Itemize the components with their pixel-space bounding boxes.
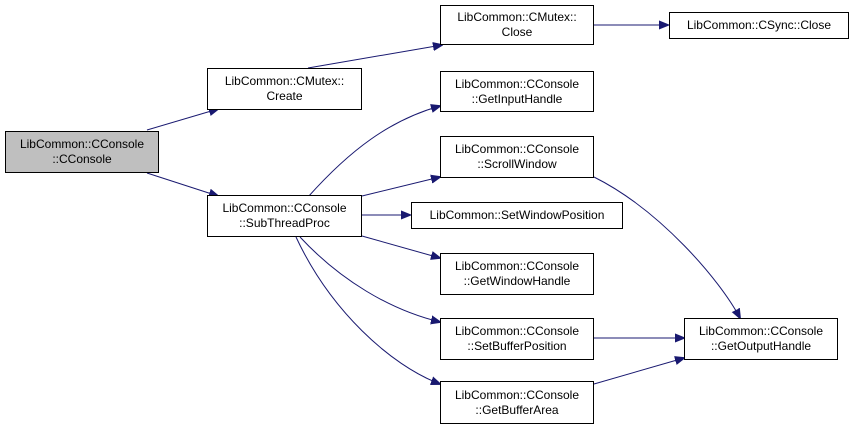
- edge-subthreadproc-to-getwindowhandle: [361, 235, 440, 258]
- edge-scrollwindow-to-getoutputhandle: [593, 176, 740, 318]
- edge-subthreadproc-to-setbufferposition: [299, 236, 440, 322]
- node-label-line1: LibCommon::CConsole: [454, 324, 580, 338]
- node-label-line2: ::GetInputHandle: [471, 91, 563, 106]
- node-getwindowhandle[interactable]: LibCommon::CConsole ::GetWindowHandle: [440, 253, 594, 295]
- node-scrollwindow[interactable]: LibCommon::CConsole ::ScrollWindow: [440, 136, 594, 178]
- node-label-line2: Close: [501, 25, 533, 39]
- node-label-line1: LibCommon::CConsole: [222, 201, 347, 215]
- node-label-line1: LibCommon::CSync::Close: [686, 18, 832, 32]
- node-subthreadproc[interactable]: LibCommon::CConsole ::SubThreadProc: [207, 195, 362, 237]
- node-label-line1: LibCommon::CConsole: [454, 142, 580, 156]
- node-label-line2: ::SubThreadProc: [239, 216, 330, 230]
- node-label-line1: LibCommon::SetWindowPosition: [429, 208, 605, 222]
- node-getbufferarea[interactable]: LibCommon::CConsole ::GetBufferArea: [440, 381, 594, 424]
- edge-subthreadproc-to-getbufferarea: [295, 236, 440, 384]
- node-getoutputhandle[interactable]: LibCommon::CConsole ::GetOutputHandle: [684, 318, 838, 360]
- node-setbufferposition[interactable]: LibCommon::CConsole ::SetBufferPosition: [440, 318, 594, 360]
- edge-cconsole-to-subthreadproc: [146, 172, 218, 196]
- node-cmutex-create[interactable]: LibCommon::CMutex:: Create: [207, 68, 362, 110]
- node-cconsole-constructor[interactable]: LibCommon::CConsole ::CConsole: [5, 131, 159, 173]
- node-label-line1: LibCommon::CMutex::: [224, 74, 345, 88]
- node-csync-close[interactable]: LibCommon::CSync::Close: [669, 12, 849, 39]
- node-label-line2: ::ScrollWindow: [477, 157, 557, 171]
- node-label-line2: ::GetOutputHandle: [710, 339, 812, 353]
- node-label-line1: LibCommon::CConsole: [454, 76, 580, 91]
- edge-subthreadproc-to-getinputhandle: [307, 106, 440, 198]
- edge-getbufferarea-to-getoutputhandle: [593, 358, 684, 385]
- edge-cmutex-create-to-cmutex-close: [307, 45, 442, 69]
- node-label-line2: ::CConsole: [52, 152, 112, 166]
- node-cmutex-close[interactable]: LibCommon::CMutex:: Close: [440, 5, 594, 45]
- node-label-line2: ::GetWindowHandle: [463, 274, 571, 288]
- node-label-line1: LibCommon::CMutex::: [457, 10, 577, 24]
- node-label-line2: Create: [266, 89, 303, 103]
- node-label-line1: LibCommon::CConsole: [698, 324, 824, 338]
- node-getinputhandle[interactable]: LibCommon::CConsole ::GetInputHandle: [440, 71, 594, 112]
- node-label-line1: LibCommon::CConsole: [19, 137, 145, 151]
- node-setwindowposition[interactable]: LibCommon::SetWindowPosition: [411, 202, 623, 229]
- edge-cconsole-to-cmutex-create: [146, 109, 218, 131]
- node-label-line1: LibCommon::CConsole: [454, 387, 580, 402]
- edge-subthreadproc-to-scrollwindow: [361, 177, 440, 197]
- node-label-line2: ::GetBufferArea: [475, 402, 559, 417]
- node-label-line1: LibCommon::CConsole: [454, 259, 580, 273]
- node-label-line2: ::SetBufferPosition: [467, 339, 567, 353]
